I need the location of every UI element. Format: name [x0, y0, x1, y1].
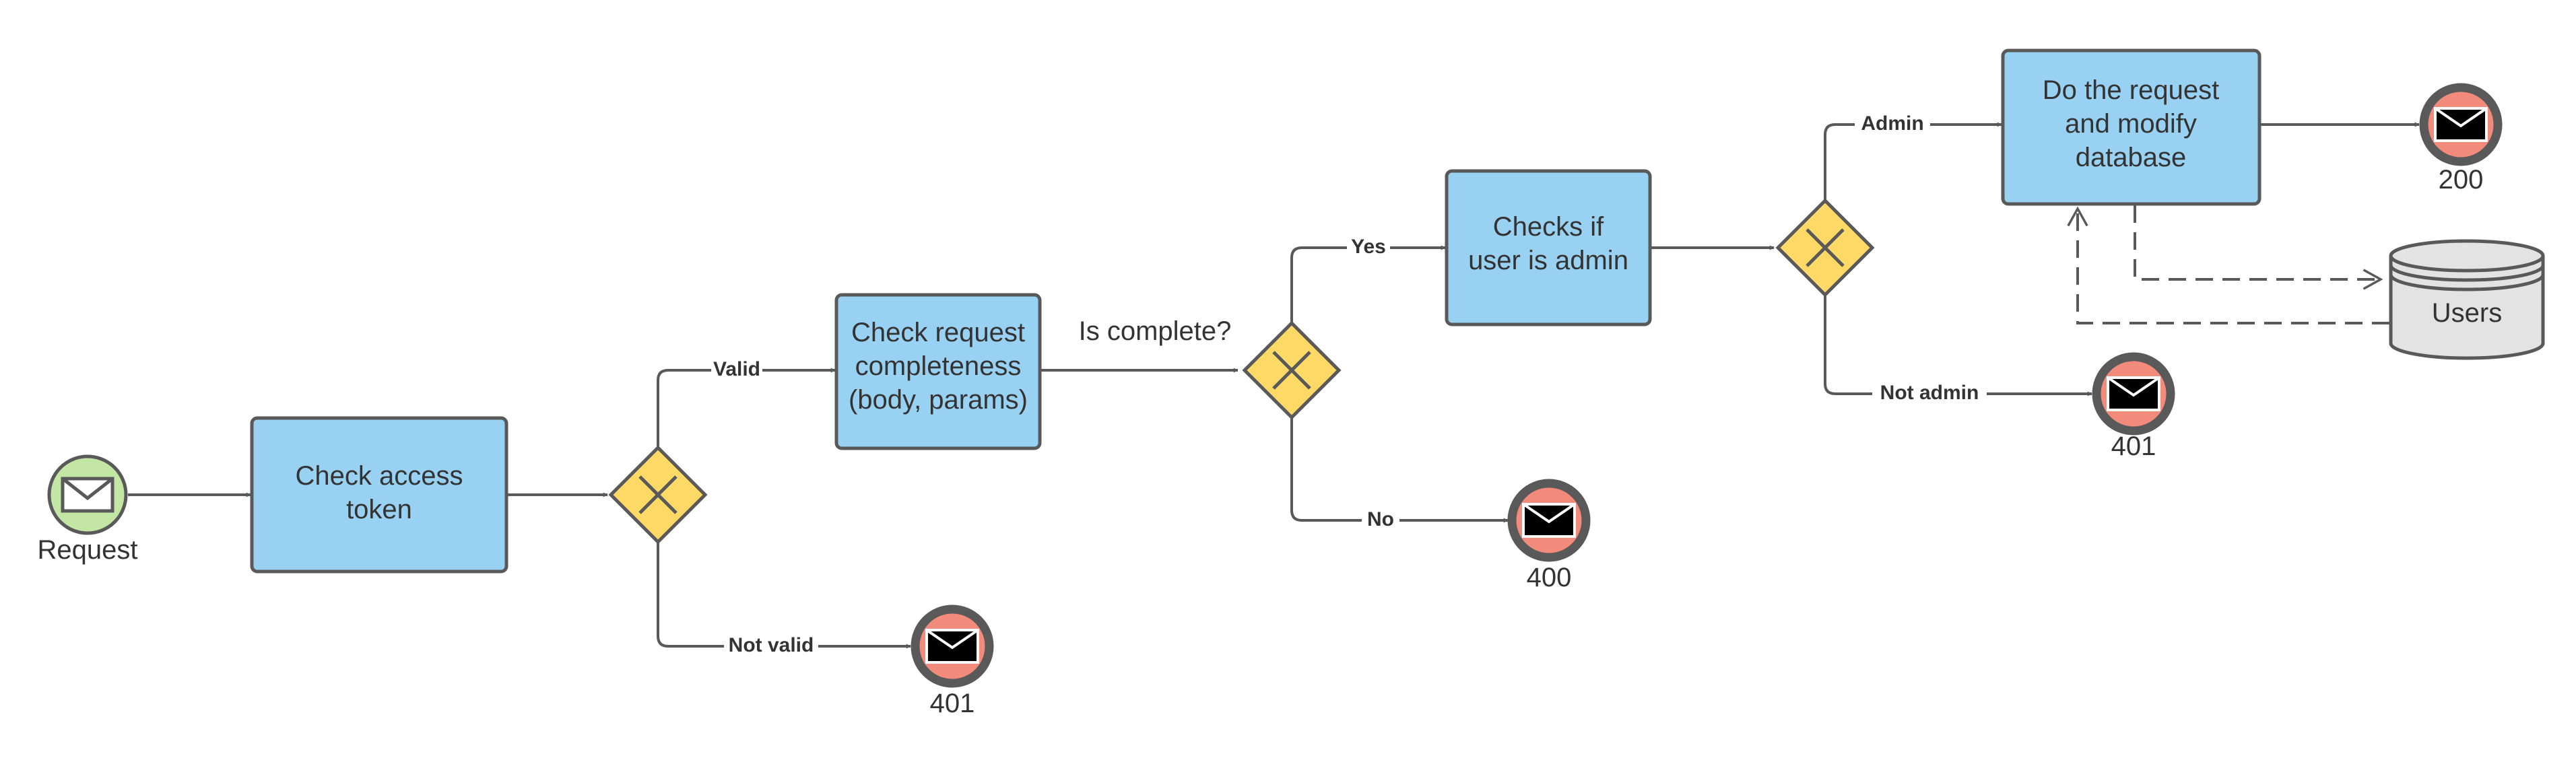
edge-read-from-users: [2067, 206, 2389, 324]
edge-labels: Valid Not valid Yes No Admin Not admin: [711, 110, 1987, 658]
task-line: token: [346, 495, 412, 524]
edge-label-admin: Admin: [1861, 112, 1923, 135]
data-store-label: Users: [2432, 298, 2502, 328]
x-icon: [638, 475, 678, 514]
end-event-success[interactable]: 200: [2419, 83, 2503, 195]
label-bg: [1347, 233, 1390, 260]
envelope-icon: [2434, 107, 2488, 142]
task-do-request-modify-database[interactable]: Do the request and modify database: [2001, 48, 2261, 206]
label-bg: [724, 631, 818, 658]
task-checks-if-user-is-admin[interactable]: Checks if user is admin: [1445, 169, 1652, 326]
edge-not-valid: [657, 542, 911, 649]
database-ring: [2389, 274, 2545, 291]
task-line: Check request: [851, 318, 1025, 347]
edge-valid: [657, 368, 836, 448]
end-event-label: 400: [1527, 563, 1572, 592]
envelope-icon: [1522, 503, 1576, 538]
label-bg: [1855, 110, 1930, 137]
flow-edges: [128, 122, 2420, 649]
start-event-request[interactable]: Request: [38, 454, 138, 565]
label-bg: [1362, 506, 1399, 532]
task-line: database: [2076, 143, 2187, 172]
task-box: [834, 293, 1042, 450]
gateway-token-valid[interactable]: [608, 445, 708, 545]
end-event-not-valid[interactable]: 401: [911, 604, 994, 718]
label-bg: [1872, 379, 1987, 406]
task-box: [250, 416, 508, 574]
edge-yes: [1290, 245, 1446, 323]
edge-no: [1290, 417, 1509, 523]
end-event-incomplete[interactable]: 400: [1507, 479, 1591, 592]
edge-label-not-admin: Not admin: [1880, 382, 1979, 404]
label-bg: [711, 355, 762, 382]
edge-label-no: No: [1367, 508, 1394, 530]
task-box: [2001, 48, 2261, 206]
edge-label-yes: Yes: [1351, 236, 1386, 258]
task-box: [1445, 169, 1652, 326]
envelope-icon: [2107, 376, 2160, 411]
x-icon: [1272, 351, 1311, 390]
end-event-label: 401: [2111, 431, 2156, 461]
edge-label-not-valid: Not valid: [729, 634, 814, 656]
end-event-label: 200: [2439, 165, 2484, 195]
start-event-label: Request: [38, 535, 138, 565]
database-ring: [2389, 265, 2545, 282]
task-line: Checks if: [1493, 212, 1604, 242]
task-line: Check access: [296, 461, 463, 491]
task-line: completeness: [855, 351, 1022, 381]
edge-write-to-users: [2134, 205, 2383, 290]
database-top: [2389, 239, 2545, 273]
task-check-access-token[interactable]: Check access token: [250, 416, 508, 574]
task-line: Do the request: [2043, 75, 2219, 105]
end-event-label: 401: [930, 689, 975, 718]
edge-admin: [1824, 122, 2002, 201]
envelope-icon: [925, 629, 979, 664]
database-icon[interactable]: Users: [2389, 239, 2545, 360]
edge-label-valid: Valid: [713, 358, 760, 380]
edge-not-admin: [1824, 295, 2092, 396]
envelope-icon: [61, 477, 114, 513]
task-line: and modify: [2065, 109, 2197, 139]
gateway-question-label: Is complete?: [1079, 316, 1232, 346]
gateway-is-complete[interactable]: [1242, 320, 1342, 420]
task-line: user is admin: [1468, 246, 1628, 275]
x-icon: [1806, 228, 1845, 267]
database-body: [2389, 256, 2545, 360]
end-event-not-admin[interactable]: 401: [2092, 352, 2175, 461]
gateway-is-admin[interactable]: [1775, 198, 1875, 298]
task-line: (body, params): [849, 385, 1028, 415]
task-check-request-completeness[interactable]: Check request completeness (body, params…: [834, 293, 1042, 450]
